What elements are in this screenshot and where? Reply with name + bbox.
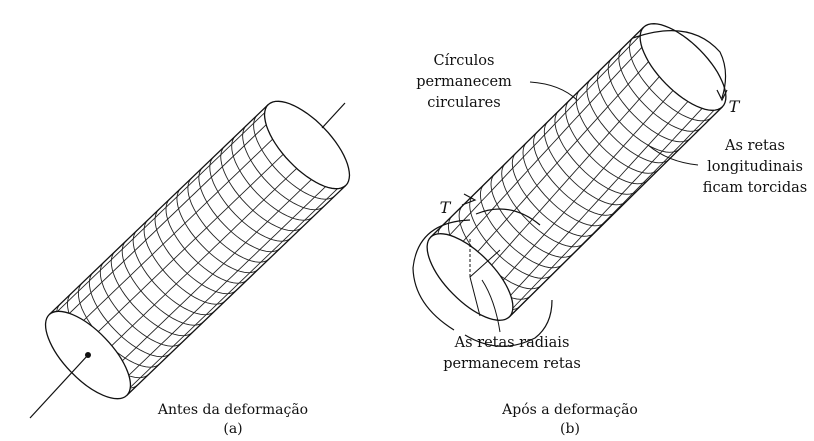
- far-end-face: [640, 24, 726, 111]
- circumferential-ring: [232, 136, 313, 220]
- circumferential-ring: [608, 59, 690, 142]
- axis-point: [85, 352, 91, 358]
- note-longitudinal-line1: As retas: [724, 138, 785, 154]
- circumferential-ring: [188, 178, 269, 262]
- circumferential-ring: [100, 262, 181, 346]
- caption-a-letter: (a): [223, 421, 242, 437]
- circumferential-ring: [155, 210, 236, 294]
- note-circles-line2: permanecem: [416, 74, 512, 90]
- axis-line-near: [30, 355, 88, 418]
- circumferential-ring: [555, 111, 637, 194]
- circumferential-ring: [133, 231, 214, 315]
- circumferential-ring: [576, 90, 658, 173]
- note-longitudinal-line3: ficam torcidas: [703, 180, 807, 196]
- circumferential-ring: [199, 168, 280, 252]
- caption-a: Antes da deformação: [157, 402, 308, 418]
- circumferential-ring: [177, 189, 258, 273]
- circumferential-ring: [243, 126, 324, 210]
- circumferential-ring: [619, 48, 701, 131]
- deformed-shaft: [414, 24, 726, 334]
- note-circles-line1: Círculos: [434, 53, 495, 69]
- caption-b: Após a deformação: [501, 402, 638, 418]
- circumferential-ring: [534, 132, 616, 215]
- note-radial-line2: permanecem retas: [443, 356, 581, 372]
- shaft-outline: [127, 185, 346, 395]
- circumferential-ring: [144, 220, 225, 304]
- caption-b-letter: (b): [560, 421, 580, 437]
- axis-line-far: [322, 103, 345, 128]
- note-circles-line3: circulares: [427, 95, 500, 111]
- circumferential-ring: [221, 147, 302, 231]
- circumferential-ring: [480, 185, 562, 268]
- circumferential-ring: [166, 199, 247, 283]
- note-radial-line1: As retas radiais: [454, 335, 570, 351]
- circumferential-ring: [210, 157, 291, 241]
- torque-label-top: T: [729, 97, 741, 116]
- circumferential-ring: [111, 252, 192, 336]
- circumferential-ring: [587, 80, 669, 163]
- far-end-face: [265, 101, 350, 188]
- circumferential-ring: [122, 241, 203, 325]
- undeformed-shaft: [30, 101, 350, 418]
- circumferential-ring: [566, 101, 648, 184]
- circumferential-ring: [502, 164, 584, 247]
- note-longitudinal-line2: longitudinais: [707, 159, 803, 175]
- leader-circles: [530, 82, 577, 100]
- torque-label-bottom: T: [440, 198, 452, 217]
